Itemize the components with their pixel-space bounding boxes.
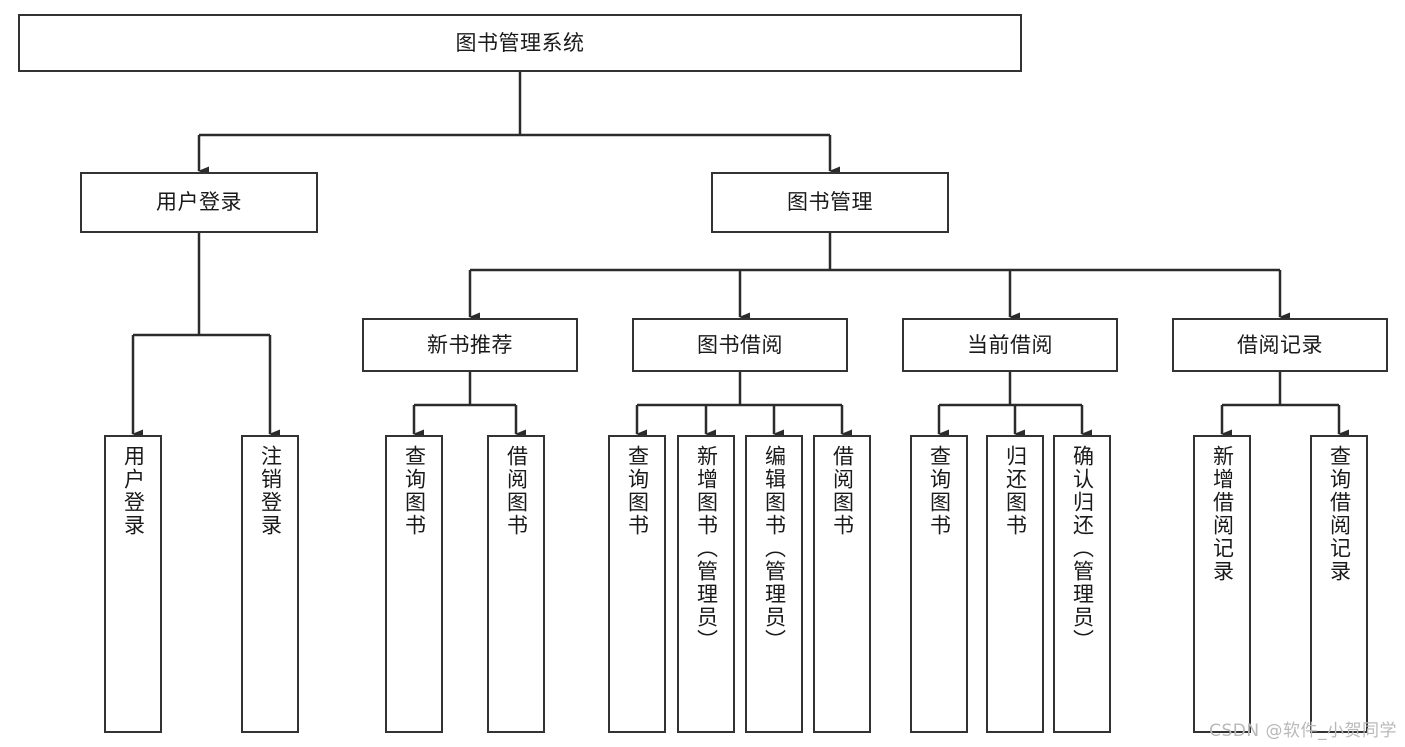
node-label: 借阅图书 (830, 445, 855, 537)
node-label: 当前借阅 (967, 332, 1053, 357)
node-label: 确认归还（管理员） (1070, 445, 1095, 652)
node-label: 新书推荐 (427, 332, 513, 357)
node-label: 归还图书 (1003, 445, 1028, 537)
node-label: 用户登录 (156, 190, 242, 215)
node-label: 查询图书 (625, 445, 650, 537)
node-label: 注销登录 (258, 445, 283, 537)
node-label: 查询图书 (927, 445, 952, 537)
node-user-login[interactable]: 用户登录 (80, 172, 318, 233)
node-label: 借阅图书 (504, 445, 529, 537)
node-book-borrow[interactable]: 图书借阅 (632, 318, 848, 372)
node-leaf-query-record[interactable]: 查询借阅记录 (1310, 435, 1368, 733)
node-book-manage[interactable]: 图书管理 (711, 172, 949, 233)
node-label: 查询图书 (402, 445, 427, 537)
node-label: 图书借阅 (697, 332, 783, 357)
node-label: 新增图书（管理员） (694, 445, 719, 652)
node-label: 图书管理系统 (455, 30, 585, 55)
node-label: 编辑图书（管理员） (762, 445, 787, 652)
node-leaf-borrow-book-1[interactable]: 借阅图书 (487, 435, 545, 733)
node-leaf-query-book-2[interactable]: 查询图书 (608, 435, 666, 733)
node-leaf-return-book[interactable]: 归还图书 (986, 435, 1044, 733)
node-leaf-add-book[interactable]: 新增图书（管理员） (677, 435, 735, 733)
node-leaf-query-book-3[interactable]: 查询图书 (910, 435, 968, 733)
node-leaf-logout[interactable]: 注销登录 (241, 435, 299, 733)
node-label: 图书管理 (787, 190, 873, 215)
node-leaf-confirm-return[interactable]: 确认归还（管理员） (1053, 435, 1111, 733)
node-leaf-borrow-book-2[interactable]: 借阅图书 (813, 435, 871, 733)
node-leaf-edit-book[interactable]: 编辑图书（管理员） (745, 435, 803, 733)
node-leaf-user-login[interactable]: 用户登录 (104, 435, 162, 733)
node-new-book-rec[interactable]: 新书推荐 (362, 318, 578, 372)
node-label: 查询借阅记录 (1327, 445, 1352, 583)
node-label: 用户登录 (121, 445, 146, 537)
node-label: 新增借阅记录 (1210, 445, 1235, 583)
node-label: 借阅记录 (1237, 332, 1323, 357)
node-leaf-query-book-1[interactable]: 查询图书 (385, 435, 443, 733)
node-current-borrow[interactable]: 当前借阅 (902, 318, 1118, 372)
node-root[interactable]: 图书管理系统 (18, 14, 1022, 72)
node-borrow-record[interactable]: 借阅记录 (1172, 318, 1388, 372)
node-leaf-add-record[interactable]: 新增借阅记录 (1193, 435, 1251, 733)
